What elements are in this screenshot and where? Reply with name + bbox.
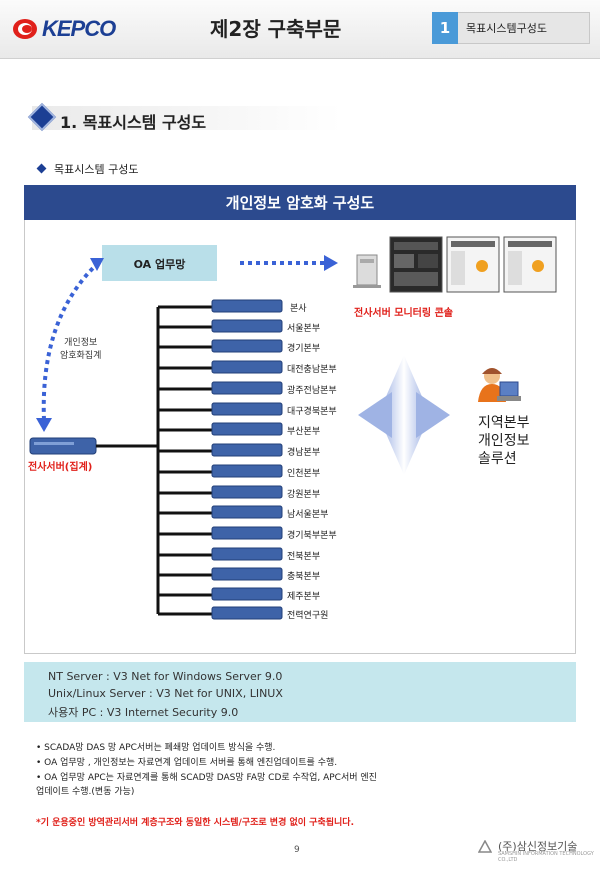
region-label-line2: 개인정보	[478, 433, 530, 449]
logo-text: KEPCO	[42, 16, 116, 41]
region-label-line3: 솔루션	[478, 451, 517, 467]
branch-label: 전력연구원	[287, 611, 329, 621]
section-subtitle: 목표시스템 구성도	[54, 163, 139, 176]
antivirus-info-box	[24, 662, 576, 722]
branch-server-rack	[158, 299, 283, 620]
branch-label: 충북본부	[287, 572, 321, 582]
info-line: Unix/Linux Server : V3 Net for UNIX, LIN…	[48, 687, 283, 700]
info-line: NT Server : V3 Net for Windows Server 9.…	[48, 670, 283, 683]
bullet-item: • SCADA망 DAS 망 APC서버는 폐쇄망 업데이트 방식을 수행.	[36, 743, 276, 753]
section-tab	[432, 12, 590, 44]
bullet-item: 업데이트 수행.(변동 가능)	[36, 787, 135, 797]
branch-label: 서울본부	[287, 324, 321, 334]
monitor-screen-icon	[503, 236, 557, 293]
branch-label: 남서울본부	[287, 510, 329, 520]
chapter-title: 제2장 구축부문	[210, 17, 342, 41]
branch-label: 제주본부	[287, 592, 321, 602]
bullet-item: • OA 업무망 APC는 자료연계를 통해 SCAD망 DAS망 FA망 CD…	[36, 773, 377, 783]
section-tab-number: 1	[432, 12, 458, 44]
monitor-screen-icon	[446, 236, 500, 293]
section-tab-label: 목표시스템구성도	[466, 22, 547, 35]
dotted-arrow-right-icon	[240, 255, 338, 271]
branch-label: 경남본부	[287, 448, 321, 458]
user-computer-icon	[478, 368, 521, 402]
collect-label-line1: 개인정보	[64, 338, 98, 348]
central-server-label: 전사서버(집계)	[28, 462, 93, 473]
page-number: 9	[294, 845, 300, 855]
info-line: 사용자 PC : V3 Internet Security 9.0	[48, 706, 239, 719]
encryption-collect-label: 개인정보 암호화집계	[60, 337, 101, 363]
company-subtitle: SAMSHIN INFORMATION TECHNOLOGY CO.,LTD	[498, 851, 594, 863]
branch-label: 대구경북본부	[287, 407, 337, 417]
branch-label: 전북본부	[287, 552, 321, 562]
branch-label: 강원본부	[287, 490, 321, 500]
monitoring-console-label: 전사서버 모니터링 콘솔	[354, 308, 453, 319]
section-title: 1. 목표시스템 구성도	[60, 113, 207, 132]
branch-label: 광주전남본부	[287, 386, 337, 396]
four-way-arrow-icon	[358, 355, 450, 475]
bullet-item: • OA 업무망 , 개인정보는 자료연계 업데이트 서버를 통해 엔진업데이트…	[36, 758, 338, 768]
branch-label: 부산본부	[287, 427, 321, 437]
server-appliance-icon	[29, 437, 97, 455]
company-logo-icon	[478, 840, 492, 853]
kepco-logo-icon	[13, 19, 37, 39]
diagram-title-bar	[24, 185, 576, 220]
branch-label: 인천본부	[287, 469, 321, 479]
regional-solution-label: 지역본부 개인정보 솔루션	[478, 414, 530, 468]
dotted-curved-arrow-icon	[36, 258, 104, 432]
collect-label-line2: 암호화집계	[60, 351, 102, 361]
branch-label: 경기본부	[287, 344, 321, 354]
section-heading-bar	[32, 106, 342, 130]
branch-label: 대전충남본부	[287, 365, 337, 375]
oa-network-label: OA 업무망	[133, 258, 186, 271]
footnote: *기 운용중인 방역관리서버 계층구조와 동일한 시스템/구조로 변경 없이 구…	[36, 818, 355, 828]
monitor-screen-icon	[389, 236, 443, 293]
pc-tower-icon	[353, 254, 381, 288]
diagram-title: 개인정보 암호화 구성도	[225, 194, 375, 212]
branch-label: 본사	[290, 304, 307, 314]
region-label-line1: 지역본부	[478, 415, 530, 431]
branch-label: 경기북부본부	[287, 531, 337, 541]
company-name: (주)삼신정보기술	[498, 840, 578, 853]
oa-network-box	[102, 245, 217, 281]
